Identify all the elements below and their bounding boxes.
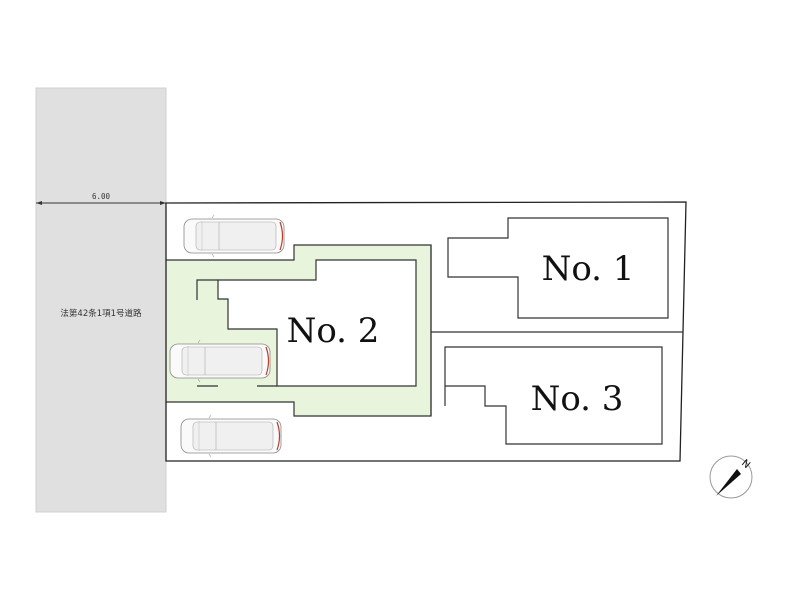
car-icon: [169, 339, 271, 383]
site-boundary: [165, 201, 687, 462]
dimension-label: 6.00: [92, 192, 111, 201]
compass: N: [709, 455, 753, 499]
building-no1: [447, 217, 669, 319]
car-icon: [180, 414, 282, 458]
building-no3: [444, 346, 663, 445]
road-label: 法第42条1項1号道路: [60, 308, 142, 319]
car-icon: [183, 214, 285, 258]
north-arrow-icon: [716, 469, 741, 496]
road-area: [35, 87, 167, 513]
lot-no1-label: No. 1: [542, 249, 635, 289]
road-width-dimension: 6.00: [36, 192, 166, 205]
lot-no2-label: No. 2: [287, 311, 380, 351]
lot-no3-label: No. 3: [531, 379, 624, 419]
